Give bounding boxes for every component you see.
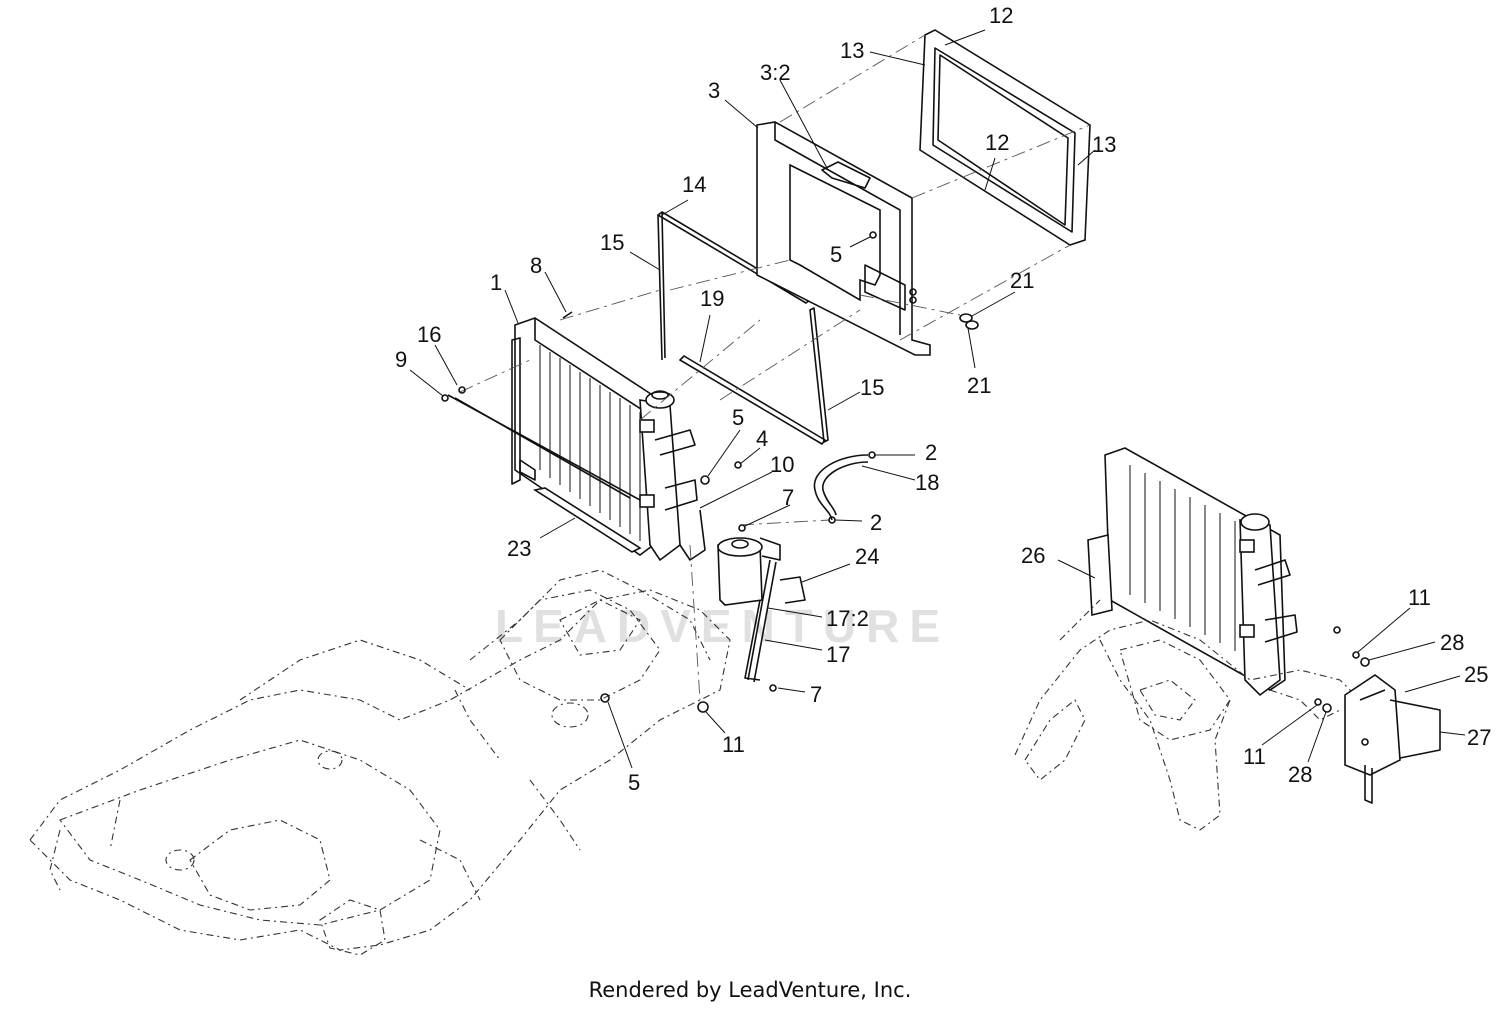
callout-5-shroud: 5 (830, 242, 842, 267)
callout-4: 4 (756, 426, 768, 451)
callout-12-top: 12 (989, 3, 1013, 28)
overflow-hose (813, 454, 869, 521)
callout-21-top: 21 (1010, 268, 1034, 293)
callout-28-detail-bottom: 28 (1288, 762, 1312, 787)
callout-5-frame: 5 (628, 770, 640, 795)
detail-frame (1014, 599, 1361, 831)
footer-credit: Rendered by LeadVenture, Inc. (588, 978, 912, 1002)
screen-frame (919, 29, 1091, 246)
callout-1: 1 (490, 270, 502, 295)
chassis-frame (29, 569, 731, 956)
support-rod-upper (747, 559, 771, 681)
callout-19: 19 (700, 286, 724, 311)
callout-26: 26 (1021, 543, 1045, 568)
brace-rod-edge (454, 397, 631, 499)
callout-21-bottom: 21 (967, 373, 991, 398)
callout-24: 24 (855, 544, 879, 569)
callout-5-bracket: 5 (732, 405, 744, 430)
callout-16: 16 (417, 322, 441, 347)
callout-17-2: 17:2 (826, 606, 869, 631)
callout-8: 8 (530, 253, 542, 278)
callout-18: 18 (915, 470, 939, 495)
support-rod-lower (744, 599, 761, 681)
alignment-lines (459, 34, 1091, 701)
callout-11-detail-top: 11 (1408, 585, 1431, 610)
callout-7-bottom: 7 (810, 682, 822, 707)
callout-labels: 12 13 13 12 3:2 3 14 15 5 21 21 19 15 8 … (395, 3, 1491, 795)
side-guard-plate (1344, 674, 1441, 804)
callout-28-detail-top: 28 (1440, 630, 1464, 655)
overflow-hose-edge (822, 461, 869, 516)
callout-13-left: 13 (840, 38, 864, 63)
callout-15-top: 15 (600, 230, 624, 255)
callout-10: 10 (770, 452, 794, 477)
callout-17: 17 (826, 642, 850, 667)
callout-27: 27 (1467, 725, 1491, 750)
detail-radiator-assembly (1087, 447, 1298, 697)
callout-2-bottom: 2 (870, 510, 882, 535)
callout-15-bottom: 15 (860, 375, 884, 400)
overflow-bottle (717, 537, 781, 606)
callout-23: 23 (507, 536, 531, 561)
callout-7-top: 7 (782, 485, 794, 510)
callout-11-main: 11 (722, 732, 745, 757)
callout-25: 25 (1464, 662, 1488, 687)
callout-11-detail-bottom: 11 (1243, 744, 1266, 769)
callout-9: 9 (395, 347, 407, 372)
callout-3: 3 (708, 78, 720, 103)
callout-13-right: 13 (1092, 132, 1116, 157)
watermark-text: LEADVENTURE (495, 600, 950, 652)
callout-3-2: 3:2 (760, 60, 791, 85)
callout-12-inner: 12 (985, 130, 1009, 155)
callout-2-top: 2 (925, 440, 937, 465)
support-rod-upper-edge (753, 561, 777, 683)
tank-strap (779, 576, 806, 604)
leader-lines (409, 29, 1466, 769)
callout-14: 14 (682, 172, 706, 197)
radiator (511, 317, 706, 562)
exploded-parts-diagram: LEADVENTURE (29, 3, 1491, 956)
lower-seal-bar (532, 487, 642, 553)
fan-shroud (756, 121, 931, 356)
detail-hardware (1314, 626, 1370, 713)
